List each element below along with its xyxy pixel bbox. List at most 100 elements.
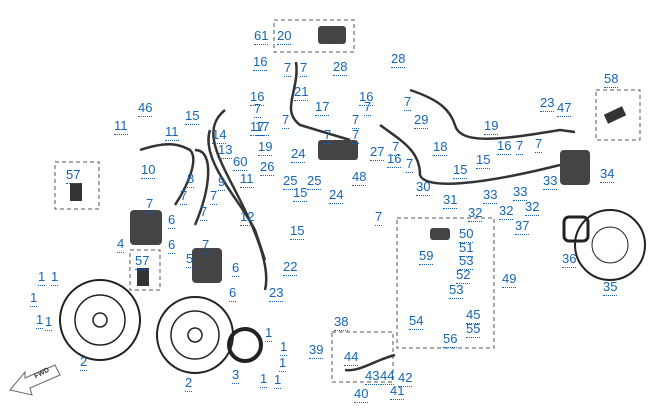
part-callout-15[interactable]: 15 (453, 162, 468, 179)
part-callout-7[interactable]: 7 (404, 94, 412, 111)
part-callout-46[interactable]: 46 (138, 100, 153, 117)
part-callout-14[interactable]: 14 (212, 127, 227, 144)
part-callout-7[interactable]: 7 (202, 237, 210, 254)
part-callout-35[interactable]: 35 (603, 279, 618, 296)
part-callout-42[interactable]: 42 (398, 370, 413, 387)
part-callout-16[interactable]: 16 (253, 54, 268, 71)
part-callout-61[interactable]: 61 (254, 28, 269, 45)
part-callout-37[interactable]: 37 (515, 218, 530, 235)
part-callout-43[interactable]: 43 (365, 368, 380, 385)
part-callout-7[interactable]: 7 (146, 196, 154, 213)
part-callout-17[interactable]: 17 (315, 99, 330, 116)
part-callout-34[interactable]: 34 (600, 166, 615, 183)
part-callout-48[interactable]: 48 (352, 169, 367, 186)
part-callout-7[interactable]: 7 (364, 99, 372, 116)
part-callout-23[interactable]: 23 (269, 285, 284, 302)
part-callout-1[interactable]: 1 (30, 290, 38, 307)
part-callout-7[interactable]: 7 (352, 127, 360, 144)
part-callout-44[interactable]: 44 (380, 368, 395, 385)
part-callout-15[interactable]: 15 (290, 223, 305, 240)
part-callout-36[interactable]: 36 (562, 251, 577, 268)
part-callout-19[interactable]: 19 (258, 139, 273, 156)
part-callout-7[interactable]: 7 (210, 188, 218, 205)
part-callout-7[interactable]: 7 (282, 112, 290, 129)
part-callout-25[interactable]: 25 (283, 173, 298, 190)
part-callout-21[interactable]: 21 (294, 84, 309, 101)
part-callout-10[interactable]: 10 (141, 162, 156, 179)
part-callout-52[interactable]: 52 (456, 267, 471, 284)
part-callout-45[interactable]: 45 (466, 307, 481, 324)
part-callout-24[interactable]: 24 (291, 146, 306, 163)
part-callout-51[interactable]: 51 (459, 240, 474, 257)
part-callout-17[interactable]: 17 (255, 119, 270, 136)
part-callout-7[interactable]: 7 (180, 188, 188, 205)
part-callout-53[interactable]: 53 (459, 253, 474, 270)
part-callout-50[interactable]: 50 (459, 226, 474, 243)
part-callout-25[interactable]: 25 (307, 173, 322, 190)
part-callout-7[interactable]: 7 (200, 204, 208, 221)
part-callout-39[interactable]: 39 (309, 342, 324, 359)
part-callout-22[interactable]: 22 (283, 259, 298, 276)
part-callout-31[interactable]: 31 (443, 192, 458, 209)
part-callout-49[interactable]: 49 (502, 271, 517, 288)
part-callout-24[interactable]: 24 (329, 187, 344, 204)
part-callout-11[interactable]: 11 (114, 118, 128, 135)
part-callout-9[interactable]: 9 (218, 174, 226, 191)
part-callout-7[interactable]: 7 (324, 127, 332, 144)
part-callout-44[interactable]: 44 (344, 349, 359, 366)
part-callout-32[interactable]: 32 (499, 203, 514, 220)
part-callout-16[interactable]: 16 (250, 89, 265, 106)
part-callout-57[interactable]: 57 (135, 253, 150, 270)
part-callout-38[interactable]: 38 (334, 314, 349, 331)
part-callout-55[interactable]: 55 (466, 321, 481, 338)
part-callout-29[interactable]: 29 (414, 112, 429, 129)
part-callout-7[interactable]: 7 (375, 209, 383, 226)
part-callout-7[interactable]: 7 (254, 101, 262, 118)
part-callout-13[interactable]: 13 (218, 142, 233, 159)
part-callout-15[interactable]: 15 (185, 108, 200, 125)
part-callout-58[interactable]: 58 (604, 71, 619, 88)
part-callout-7[interactable]: 7 (300, 60, 308, 77)
part-callout-18[interactable]: 18 (433, 139, 448, 156)
part-callout-7[interactable]: 7 (392, 139, 400, 156)
part-callout-56[interactable]: 56 (443, 331, 458, 348)
part-callout-7[interactable]: 7 (516, 138, 524, 155)
part-callout-28[interactable]: 28 (391, 51, 406, 68)
part-callout-53[interactable]: 53 (449, 282, 464, 299)
part-callout-5[interactable]: 5 (186, 251, 194, 268)
part-callout-33[interactable]: 33 (513, 184, 528, 201)
part-callout-7[interactable]: 7 (406, 156, 414, 173)
part-callout-7[interactable]: 7 (352, 112, 360, 129)
part-callout-1[interactable]: 1 (45, 314, 53, 331)
part-callout-7[interactable]: 7 (535, 136, 543, 153)
part-callout-1[interactable]: 1 (38, 269, 46, 286)
part-callout-2[interactable]: 2 (185, 375, 193, 392)
part-callout-8[interactable]: 8 (187, 171, 195, 188)
part-callout-16[interactable]: 16 (359, 89, 374, 106)
part-callout-2[interactable]: 2 (80, 354, 88, 371)
part-callout-6[interactable]: 6 (229, 285, 237, 302)
part-callout-15[interactable]: 15 (476, 152, 491, 169)
part-callout-6[interactable]: 6 (168, 237, 176, 254)
part-callout-54[interactable]: 54 (409, 313, 424, 330)
part-callout-6[interactable]: 6 (168, 212, 176, 229)
part-callout-1[interactable]: 1 (51, 269, 59, 286)
part-callout-23[interactable]: 23 (540, 95, 555, 112)
part-callout-15[interactable]: 15 (293, 185, 308, 202)
part-callout-4[interactable]: 4 (117, 236, 125, 253)
part-callout-27[interactable]: 27 (370, 144, 385, 161)
part-callout-32[interactable]: 32 (525, 199, 540, 216)
part-callout-33[interactable]: 33 (483, 187, 498, 204)
part-callout-11[interactable]: 11 (165, 124, 179, 141)
part-callout-1[interactable]: 1 (260, 371, 268, 388)
part-callout-16[interactable]: 16 (387, 151, 402, 168)
part-callout-1[interactable]: 1 (274, 372, 282, 389)
part-callout-1[interactable]: 1 (265, 325, 273, 342)
part-callout-57[interactable]: 57 (66, 167, 81, 184)
part-callout-33[interactable]: 33 (543, 173, 558, 190)
part-callout-60[interactable]: 60 (233, 154, 248, 171)
part-callout-3[interactable]: 3 (232, 367, 240, 384)
part-callout-40[interactable]: 40 (354, 386, 369, 403)
part-callout-41[interactable]: 41 (390, 383, 405, 400)
part-callout-59[interactable]: 59 (419, 248, 434, 265)
